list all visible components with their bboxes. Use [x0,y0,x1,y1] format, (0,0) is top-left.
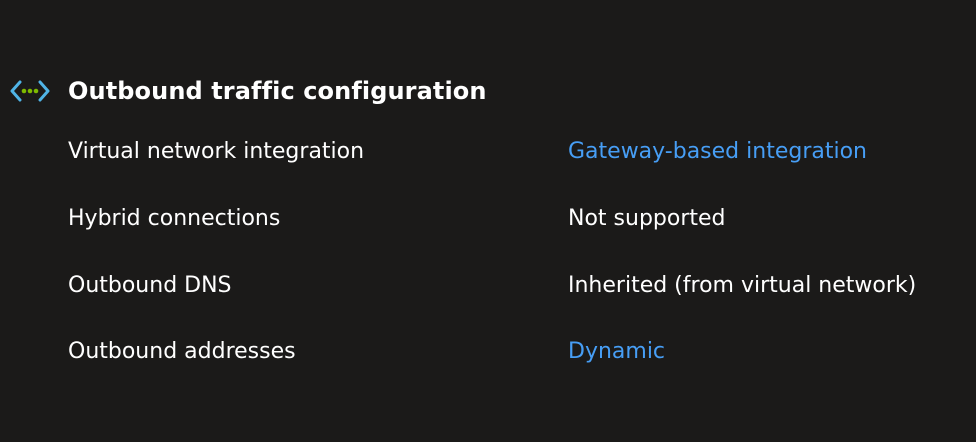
property-label: Hybrid connections [68,205,281,231]
gateway-based-integration-link[interactable]: Gateway-based integration [568,138,867,164]
section-header: Outbound traffic configuration [10,72,487,110]
property-row-virtual-network-integration: Virtual network integration Gateway-base… [68,134,948,168]
property-label: Outbound DNS [68,272,232,298]
property-value: Not supported [568,205,726,231]
property-row-outbound-dns: Outbound DNS Inherited (from virtual net… [68,268,948,302]
network-connection-icon [10,78,52,104]
property-label: Outbound addresses [68,338,296,364]
section-title: Outbound traffic configuration [68,77,487,105]
property-label: Virtual network integration [68,138,365,164]
property-value: Inherited (from virtual network) [568,272,917,298]
dynamic-link[interactable]: Dynamic [568,338,666,364]
property-row-outbound-addresses: Outbound addresses Dynamic [68,334,948,368]
property-row-hybrid-connections: Hybrid connections Not supported [68,201,948,235]
